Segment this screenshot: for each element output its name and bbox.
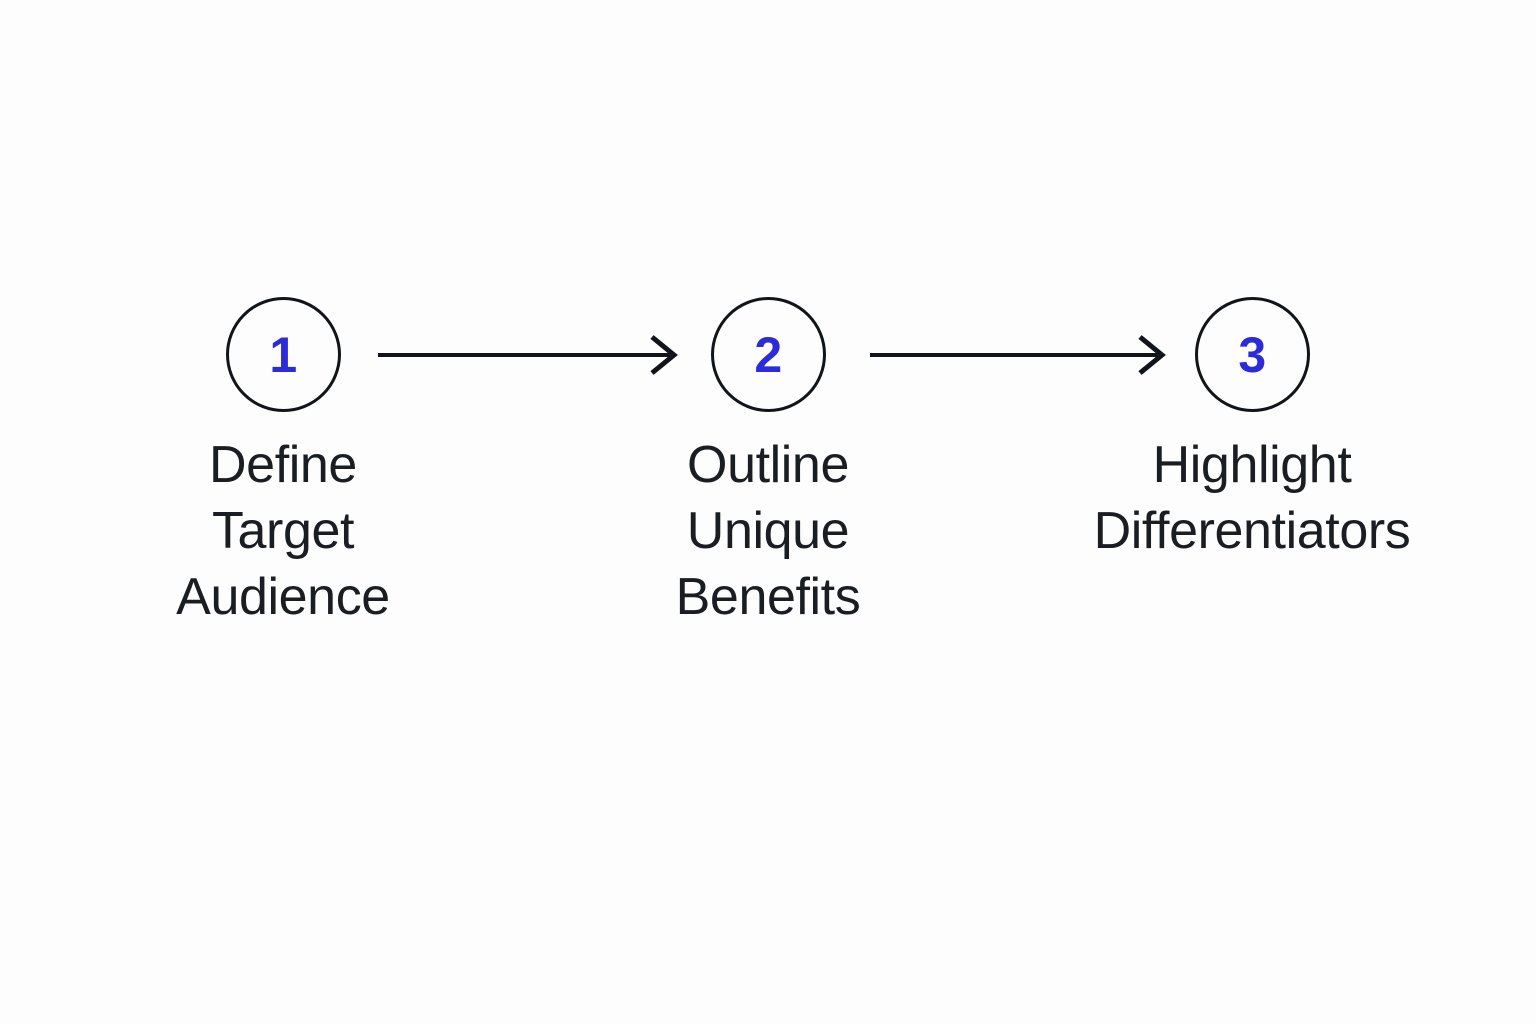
- step-label-1: Define Target Audience: [176, 436, 390, 626]
- step-number-2: 2: [754, 326, 782, 383]
- step-circle-3[interactable]: 3: [1194, 297, 1310, 412]
- step-node-1[interactable]: 1 Define Target Audience: [83, 297, 483, 630]
- step-number-1: 1: [269, 326, 297, 383]
- step-node-2[interactable]: 2 Outline Unique Benefits: [568, 297, 968, 630]
- step-circle-1[interactable]: 1: [225, 297, 341, 412]
- step-node-3[interactable]: 3 Highlight Differentiators: [1052, 297, 1452, 564]
- arrow-step-2-to-step-3: [870, 327, 1168, 383]
- arrow-right-icon: [378, 335, 678, 375]
- arrow-right-icon: [870, 335, 1166, 375]
- step-label-3: Highlight Differentiators: [1093, 436, 1411, 560]
- step-number-3: 3: [1238, 326, 1266, 383]
- step-circle-2[interactable]: 2: [710, 297, 826, 412]
- step-label-2: Outline Unique Benefits: [675, 436, 861, 626]
- arrow-step-1-to-step-2: [378, 327, 680, 383]
